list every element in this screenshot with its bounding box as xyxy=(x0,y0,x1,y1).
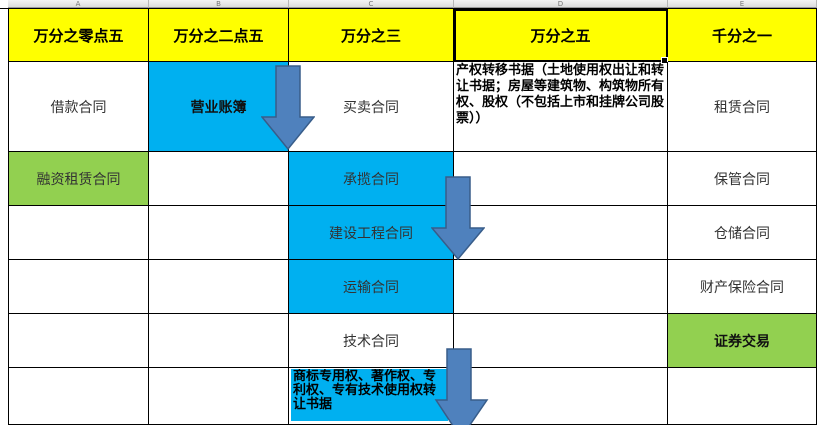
header-label: 万分之零点五 xyxy=(33,26,124,45)
column-header-c[interactable]: C xyxy=(289,0,454,8)
down-arrow-icon[interactable] xyxy=(434,348,490,425)
cell-a7[interactable] xyxy=(9,368,149,425)
cell-e2[interactable]: 租赁合同 xyxy=(668,62,817,152)
header-label: 万分之五 xyxy=(530,26,591,45)
grid-left-border xyxy=(8,8,9,425)
cell-text: 仓储合同 xyxy=(714,225,770,242)
down-arrow-icon[interactable] xyxy=(431,176,485,260)
cell-d2[interactable]: 产权转移书据（土地使用权出让和转让书据；房屋等建筑物、构筑物所有权、股权（不包括… xyxy=(454,62,668,152)
cell-b5[interactable] xyxy=(149,260,289,314)
cell-e6[interactable]: 证券交易 xyxy=(668,314,817,368)
cell-a5[interactable] xyxy=(9,260,149,314)
trademark-transfer-text-block[interactable]: 商标专用权、著作权、专利权、专有技术使用权转让书据 xyxy=(291,369,448,421)
column-header-e[interactable]: E xyxy=(668,0,817,8)
cell-a2[interactable]: 借款合同 xyxy=(9,62,149,152)
cell-text: 借款合同 xyxy=(50,99,107,116)
column-header-b[interactable]: B xyxy=(149,0,289,8)
cell-c3[interactable]: 承揽合同 xyxy=(289,152,454,206)
cell-e3[interactable]: 保管合同 xyxy=(668,152,817,206)
cell-d5[interactable] xyxy=(454,260,668,314)
cell-text: 商标专用权、著作权、专利权、专有技术使用权转让书据 xyxy=(293,369,437,412)
header-cell-b1[interactable]: 万分之二点五 xyxy=(149,9,289,62)
cell-e7[interactable] xyxy=(668,368,817,425)
column-header-d[interactable]: D xyxy=(454,0,668,8)
cell-d6[interactable] xyxy=(454,314,668,368)
cell-a4[interactable] xyxy=(9,206,149,260)
cell-c5[interactable]: 运输合同 xyxy=(289,260,454,314)
cell-text: 技术合同 xyxy=(343,333,399,350)
cell-text: 财产保险合同 xyxy=(700,279,784,296)
down-arrow-icon[interactable] xyxy=(261,65,315,150)
header-label: 万分之三 xyxy=(340,26,401,45)
cell-text: 运输合同 xyxy=(343,279,399,296)
cell-text: 产权转移书据（土地使用权出让和转让书据；房屋等建筑物、构筑物所有权、股权（不包括… xyxy=(456,63,665,126)
header-cell-e1[interactable]: 千分之一 xyxy=(668,9,817,62)
cell-b7[interactable] xyxy=(149,368,289,425)
cell-text: 保管合同 xyxy=(714,171,770,188)
cell-text: 融资租赁合同 xyxy=(36,171,121,188)
cell-c2[interactable]: 买卖合同 xyxy=(289,62,454,152)
column-header-a[interactable]: A xyxy=(8,0,149,8)
header-cell-d1-selected[interactable]: 万分之五 xyxy=(454,9,668,62)
cell-b3[interactable] xyxy=(149,152,289,206)
cell-text: 建设工程合同 xyxy=(329,225,413,242)
cell-c4[interactable]: 建设工程合同 xyxy=(289,206,454,260)
cell-d3[interactable] xyxy=(454,152,668,206)
cell-e5[interactable]: 财产保险合同 xyxy=(668,260,817,314)
cell-a6[interactable] xyxy=(9,314,149,368)
header-label: 千分之一 xyxy=(711,26,772,45)
cell-e4[interactable]: 仓储合同 xyxy=(668,206,817,260)
cell-text: 证券交易 xyxy=(714,333,770,350)
cell-b4[interactable] xyxy=(149,206,289,260)
header-label: 万分之二点五 xyxy=(173,26,264,45)
cell-d4[interactable] xyxy=(454,206,668,260)
grid-top-border xyxy=(0,8,817,9)
cell-text: 租赁合同 xyxy=(714,99,770,116)
header-cell-c1[interactable]: 万分之三 xyxy=(289,9,454,62)
cell-text: 承揽合同 xyxy=(343,171,399,188)
cell-c6[interactable]: 技术合同 xyxy=(289,314,454,368)
header-cell-a1[interactable]: 万分之零点五 xyxy=(9,9,149,62)
cell-text: 买卖合同 xyxy=(343,99,399,116)
cell-b6[interactable] xyxy=(149,314,289,368)
cell-text: 营业账簿 xyxy=(190,99,247,116)
selection-fill-handle[interactable] xyxy=(661,57,668,64)
cell-a3[interactable]: 融资租赁合同 xyxy=(9,152,149,206)
